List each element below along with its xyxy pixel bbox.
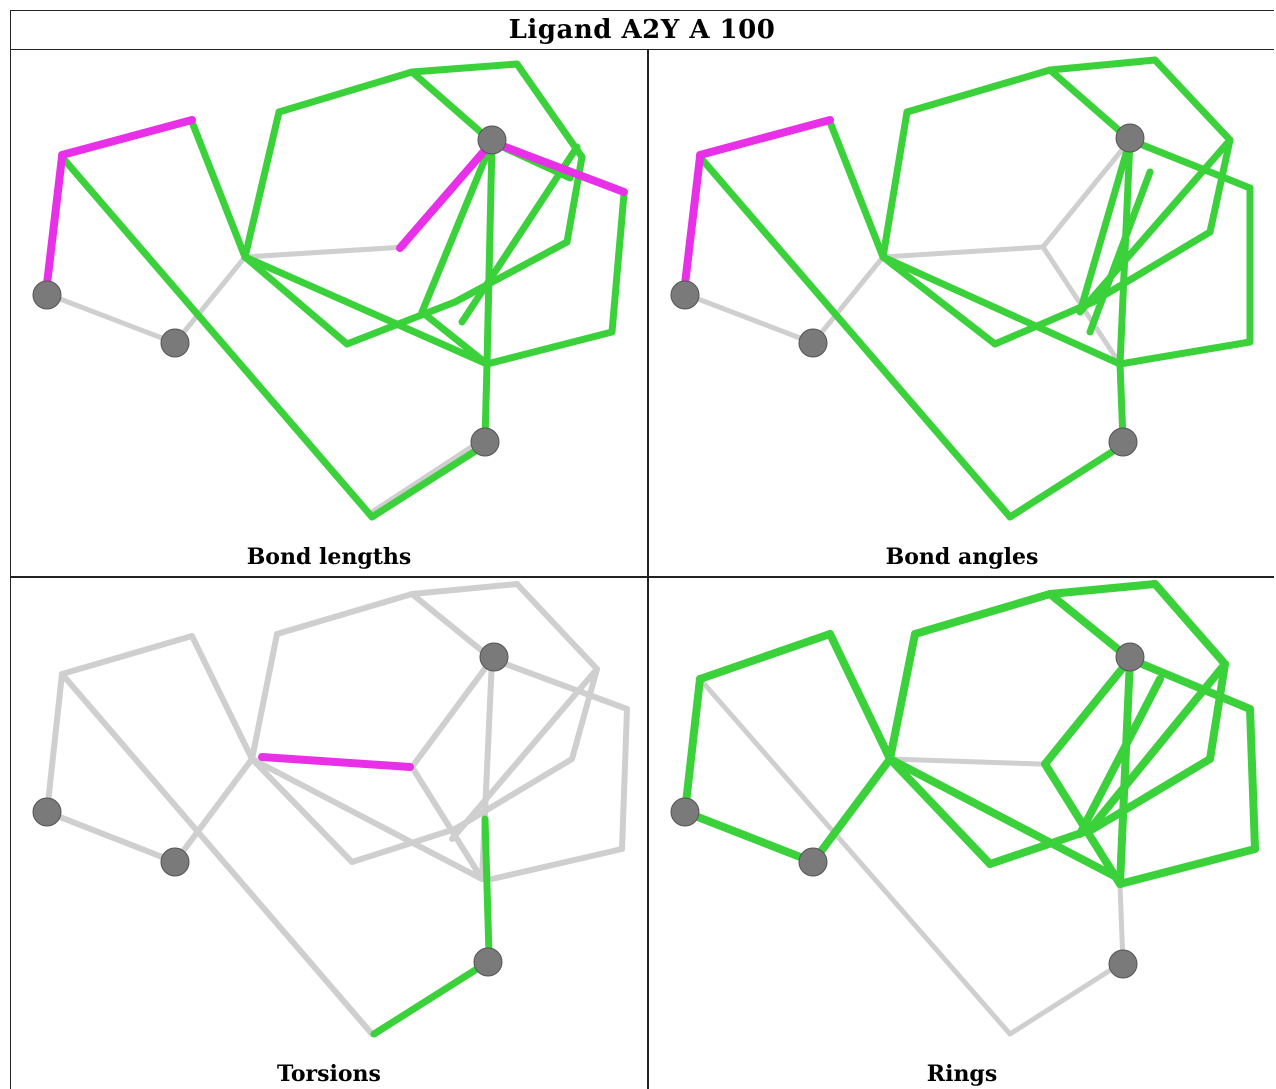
panel-bond-angles: Bond angles bbox=[650, 52, 1274, 575]
row-divider bbox=[10, 576, 1274, 578]
panel-rings: Rings bbox=[650, 579, 1274, 1089]
page-title: Ligand A2Y A 100 bbox=[10, 10, 1274, 50]
rings-diagram bbox=[670, 580, 1259, 1037]
torsions-diagram bbox=[32, 581, 630, 1038]
panel-caption: Bond lengths bbox=[246, 544, 412, 570]
panel-caption: Rings bbox=[926, 1061, 998, 1087]
table-frame bbox=[10, 10, 1274, 1089]
bond-lengths-diagram bbox=[32, 60, 628, 521]
panel-bond-lengths: Bond lengths bbox=[12, 52, 646, 575]
panel-caption: Bond angles bbox=[885, 544, 1039, 570]
bond-angles-diagram bbox=[670, 56, 1254, 521]
panel-torsions: Torsions bbox=[12, 579, 646, 1089]
panel-caption: Torsions bbox=[277, 1061, 381, 1087]
column-divider bbox=[647, 50, 649, 1089]
